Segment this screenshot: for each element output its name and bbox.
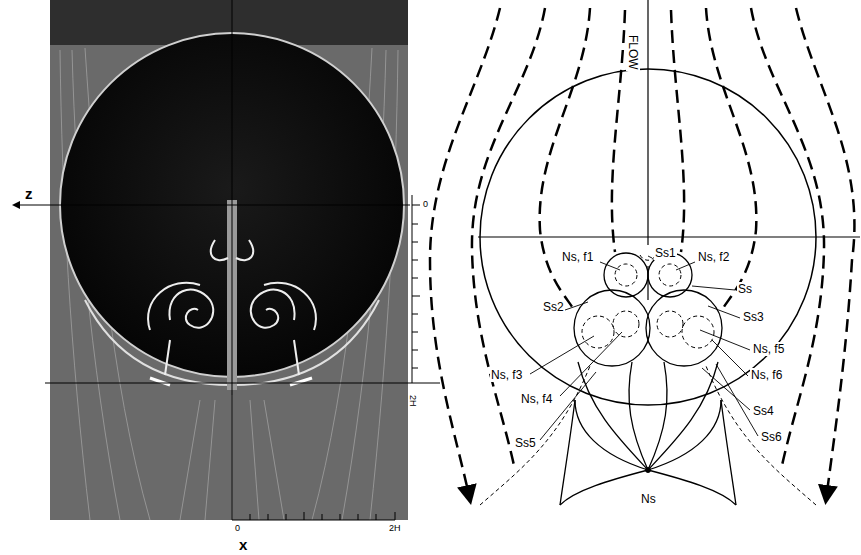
node-point-label: Ns, f5 [752, 342, 785, 356]
axis-label: x [238, 537, 248, 553]
saddle-point-label: Ss3 [742, 310, 765, 324]
saddle-point-label: Ss4 [752, 404, 775, 418]
tick-label: 2H [388, 523, 402, 533]
axis-label: z [24, 186, 34, 202]
saddle-point-label: Ss6 [760, 430, 783, 444]
node-point-label: Ns, f2 [697, 250, 730, 264]
tick-label: 0 [234, 523, 241, 533]
saddle-point-label: Ss1 [654, 246, 677, 260]
saddle-point-label: Ss [737, 282, 753, 296]
topology-sketch [430, 0, 860, 505]
photo [50, 0, 408, 520]
photo-axes [14, 0, 440, 520]
node-point-label: Ns [640, 492, 657, 506]
node-point-label: Ns, f4 [520, 392, 553, 406]
node-point-label: Ns, f1 [561, 250, 594, 264]
tick-label: 0 [422, 199, 429, 209]
tick-label: 2H [408, 394, 418, 408]
saddle-point-label: Ss2 [542, 300, 565, 314]
node-point-label: Ns, f6 [750, 368, 783, 382]
flow-label: FLOW [626, 34, 640, 71]
saddle-point-label: Ss5 [514, 436, 537, 450]
node-point-label: Ns, f3 [490, 368, 523, 382]
